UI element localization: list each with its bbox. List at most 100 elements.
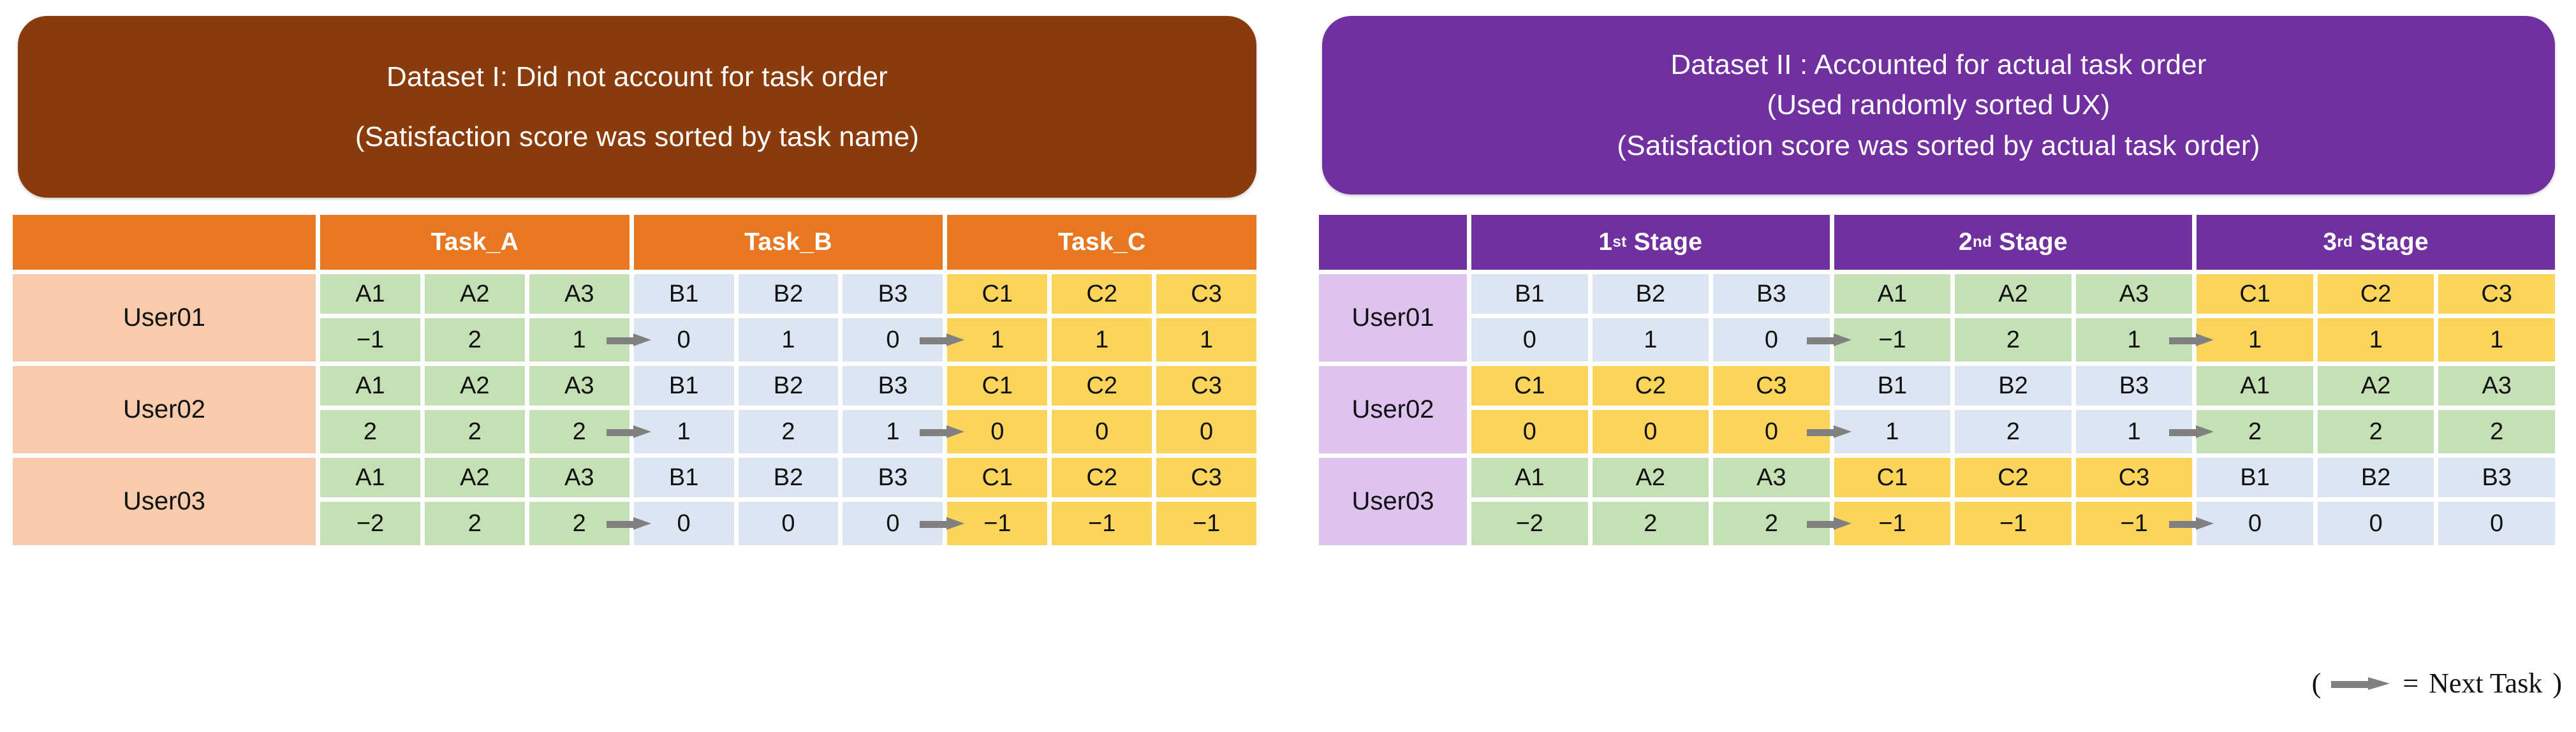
dataset-ii-banner: Dataset II : Accounted for actual task o…: [1322, 16, 2555, 194]
dataset-i-subtitle: (Satisfaction score was sorted by task n…: [355, 121, 920, 152]
left-score-cell: 0: [843, 502, 965, 545]
right-task-code-cell: B3: [2438, 458, 2555, 497]
next-task-arrow-icon: [2331, 677, 2392, 690]
right-task-code-cell: C2: [2317, 274, 2434, 314]
left-score-cell: 0: [633, 502, 734, 545]
left-user-label-3[interactable]: User03: [13, 458, 316, 545]
right-task-code-cell: B1: [1834, 366, 1951, 406]
left-score-cell: 2: [738, 410, 839, 453]
left-score-cell: 2: [529, 410, 651, 453]
right-task-code-cell: A1: [1471, 458, 1588, 497]
left-task-code-cell: A3: [529, 366, 629, 406]
dataset-ii-subtitle-1: (Used randomly sorted UX): [1767, 89, 2110, 121]
left-score-cell: 2: [424, 502, 525, 545]
left-score-cell: 1: [1156, 318, 1256, 362]
left-task-code-cell: C1: [947, 458, 1048, 497]
left-task-code-cell: B1: [633, 458, 734, 497]
left-task-code-cell: C3: [1156, 366, 1256, 406]
right-task-code-cell: C3: [2075, 458, 2193, 497]
dataset-ii-subtitle-2: (Satisfaction score was sorted by actual…: [1617, 129, 2260, 161]
dataset-i-title: Dataset I: Did not account for task orde…: [386, 61, 888, 93]
left-header-group-2[interactable]: Task_B: [633, 215, 943, 270]
left-score-cell: 2: [529, 502, 651, 545]
left-task-code-cell: A3: [529, 274, 629, 314]
left-score-cell: 1: [1052, 318, 1152, 362]
right-score-cell: 2: [1592, 502, 1709, 545]
left-task-code-cell: C2: [1052, 274, 1152, 314]
left-user-label-1[interactable]: User01: [13, 274, 316, 362]
right-score-cell: 2: [1955, 410, 2072, 453]
left-score-cell: −1: [1052, 502, 1152, 545]
right-task-code-cell: A2: [1592, 458, 1709, 497]
right-task-code-cell: A2: [2317, 366, 2434, 406]
right-score-cell: 1: [2317, 318, 2434, 362]
right-score-cell: −2: [1471, 502, 1588, 545]
right-task-code-cell: C1: [1471, 366, 1588, 406]
left-score-cell: −1: [320, 318, 420, 362]
legend-label: Next Task: [2429, 668, 2543, 699]
left-header-group-3[interactable]: Task_C: [947, 215, 1256, 270]
left-task-code-cell: C1: [947, 274, 1048, 314]
right-score-cell: 0: [1713, 318, 1851, 362]
left-task-code-cell: C2: [1052, 458, 1152, 497]
left-task-code-cell: A2: [424, 274, 525, 314]
right-score-cell: 1: [2197, 318, 2313, 362]
legend: ( = Next Task ): [2312, 667, 2562, 699]
right-user-label-1[interactable]: User01: [1319, 274, 1467, 362]
left-score-cell: 1: [843, 410, 965, 453]
left-task-code-cell: A2: [424, 458, 525, 497]
right-score-cell: 2: [2317, 410, 2434, 453]
left-user-label-2[interactable]: User02: [13, 366, 316, 453]
left-score-cell: 1: [633, 410, 734, 453]
left-task-code-cell: A1: [320, 274, 420, 314]
left-score-cell: 0: [843, 318, 965, 362]
right-score-cell: 0: [2197, 502, 2313, 545]
right-score-cell: 2: [2438, 410, 2555, 453]
left-task-code-cell: B1: [633, 274, 734, 314]
right-score-cell: 0: [1592, 410, 1709, 453]
right-task-code-cell: A3: [2438, 366, 2555, 406]
right-task-code-cell: C3: [2438, 274, 2555, 314]
right-score-cell: 1: [2075, 410, 2214, 453]
right-user-label-2[interactable]: User02: [1319, 366, 1467, 453]
left-score-cell: 1: [529, 318, 651, 362]
right-score-cell: −1: [1834, 318, 1951, 362]
left-score-cell: 1: [738, 318, 839, 362]
left-score-cell: 2: [320, 410, 420, 453]
right-score-cell: 0: [2438, 502, 2555, 545]
legend-open-paren: (: [2311, 668, 2322, 699]
left-task-code-cell: C3: [1156, 458, 1256, 497]
ordinal-number: 2: [1959, 228, 1973, 256]
right-task-code-cell: A3: [2075, 274, 2193, 314]
left-header-group-1[interactable]: Task_A: [320, 215, 629, 270]
left-score-cell: 1: [947, 318, 1048, 362]
ordinal-number: 3: [2323, 228, 2337, 256]
right-score-cell: −1: [2075, 502, 2214, 545]
right-task-code-cell: B1: [1471, 274, 1588, 314]
left-score-cell: −1: [947, 502, 1048, 545]
left-score-cell: 0: [1052, 410, 1152, 453]
stage-word: Stage: [2353, 228, 2429, 256]
left-score-cell: 2: [424, 318, 525, 362]
left-score-cell: 2: [424, 410, 525, 453]
right-user-label-3[interactable]: User03: [1319, 458, 1467, 545]
right-task-code-cell: B3: [1713, 274, 1830, 314]
left-score-cell: 0: [633, 318, 734, 362]
left-task-code-cell: A3: [529, 458, 629, 497]
left-task-code-cell: C3: [1156, 274, 1256, 314]
right-task-code-cell: A1: [2197, 366, 2313, 406]
left-task-code-cell: B3: [843, 274, 943, 314]
right-score-cell: 1: [1834, 410, 1951, 453]
right-header-corner: [1319, 215, 1467, 270]
left-header-corner: [13, 215, 316, 270]
right-score-cell: 0: [1471, 410, 1588, 453]
right-task-code-cell: A1: [1834, 274, 1951, 314]
right-task-code-cell: C2: [1955, 458, 2072, 497]
left-task-code-cell: C1: [947, 366, 1048, 406]
